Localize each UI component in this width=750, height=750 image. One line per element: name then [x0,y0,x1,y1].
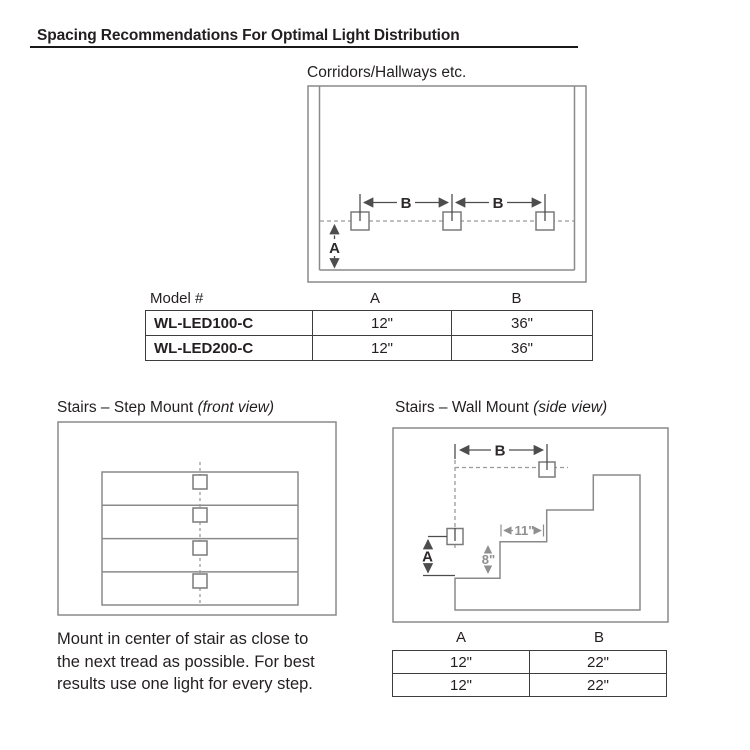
model-table-header-model: Model # [150,290,204,307]
table-row: 12" 22" [392,673,667,697]
corridor-dim-b1: B [362,195,450,212]
dim-a-cell: 12" [392,673,530,697]
mounting-note: Mount in center of stair as close to the… [57,628,315,696]
step-mount-view-text: (front view) [197,399,275,416]
table-row: WL-LED200-C 12" 36" [145,335,593,361]
step-light-4 [192,573,208,589]
step-mount-diagram [57,421,337,616]
note-line-1: Mount in center of stair as close to [57,630,309,648]
corridor-outer-wall [307,85,587,283]
corridor-diagram: B B A [307,85,587,283]
step-mount-label-text: Stairs – Step Mount [57,399,198,416]
spacing-table-header-a: A [455,629,466,646]
model-spacing-table: WL-LED100-C 12" 36" WL-LED200-C 12" 36" [145,310,593,361]
wall-mount-diagram: B A 11" 8" [392,427,669,623]
step-light-2 [192,507,208,523]
wall-dim-riser-label: 8" [482,552,495,567]
dim-a-cell: 12" [312,310,452,336]
wall-mount-frame [392,427,669,623]
wall-mount-label-text: Stairs – Wall Mount [395,399,534,416]
page-title: Spacing Recommendations For Optimal Ligh… [37,27,460,44]
model-table-header-b: B [511,290,522,307]
model-name-cell: WL-LED100-C [145,310,313,336]
dim-b-cell: 22" [529,650,667,674]
dim-a-cell: 12" [312,335,452,361]
wall-dim-a-label: A [422,549,433,566]
corridor-dim-ticks [359,194,546,221]
note-line-3: results use one light for every step. [57,675,313,693]
step-mount-section-label: Stairs – Step Mount (front view) [57,399,274,417]
step-mount-frame [57,421,337,616]
wall-dim-tread-label: 11" [515,523,535,538]
staircase-profile [454,474,641,611]
corridor-section-label: Corridors/Hallways etc. [307,64,467,81]
table-row: WL-LED100-C 12" 36" [145,310,593,336]
dim-a-cell: 12" [392,650,530,674]
model-name-cell: WL-LED200-C [145,335,313,361]
wall-mount-view-text: (side view) [533,399,608,416]
step-light-3 [192,540,208,556]
wall-dim-riser: 8" [482,545,495,574]
wall-dim-b: B [454,443,548,470]
dim-b-cell: 36" [451,310,593,336]
corridor-inner-wall [318,86,576,271]
dim-b-cell: 36" [451,335,593,361]
corridor-dim-a-label: A [329,240,340,257]
model-table-header-a: A [369,290,380,307]
wall-mount-section-label: Stairs – Wall Mount (side view) [395,399,607,417]
stair-spacing-table: 12" 22" 12" 22" [392,650,667,697]
wall-dim-a: A [422,535,455,577]
step-light-1 [192,474,208,490]
wall-dim-tread: 11" [500,523,545,538]
corridor-dim-a: A [329,223,340,269]
title-underline [30,46,578,48]
corridor-dim-b2-label: B [493,195,504,212]
dim-b-cell: 22" [529,673,667,697]
wall-dim-b-label: B [495,443,506,460]
spacing-table-header-b: B [593,629,604,646]
corridor-dim-b1-label: B [401,195,412,212]
corridor-dim-b2: B [454,195,543,212]
note-line-2: the next tread as possible. For best [57,652,315,671]
table-row: 12" 22" [392,650,667,674]
